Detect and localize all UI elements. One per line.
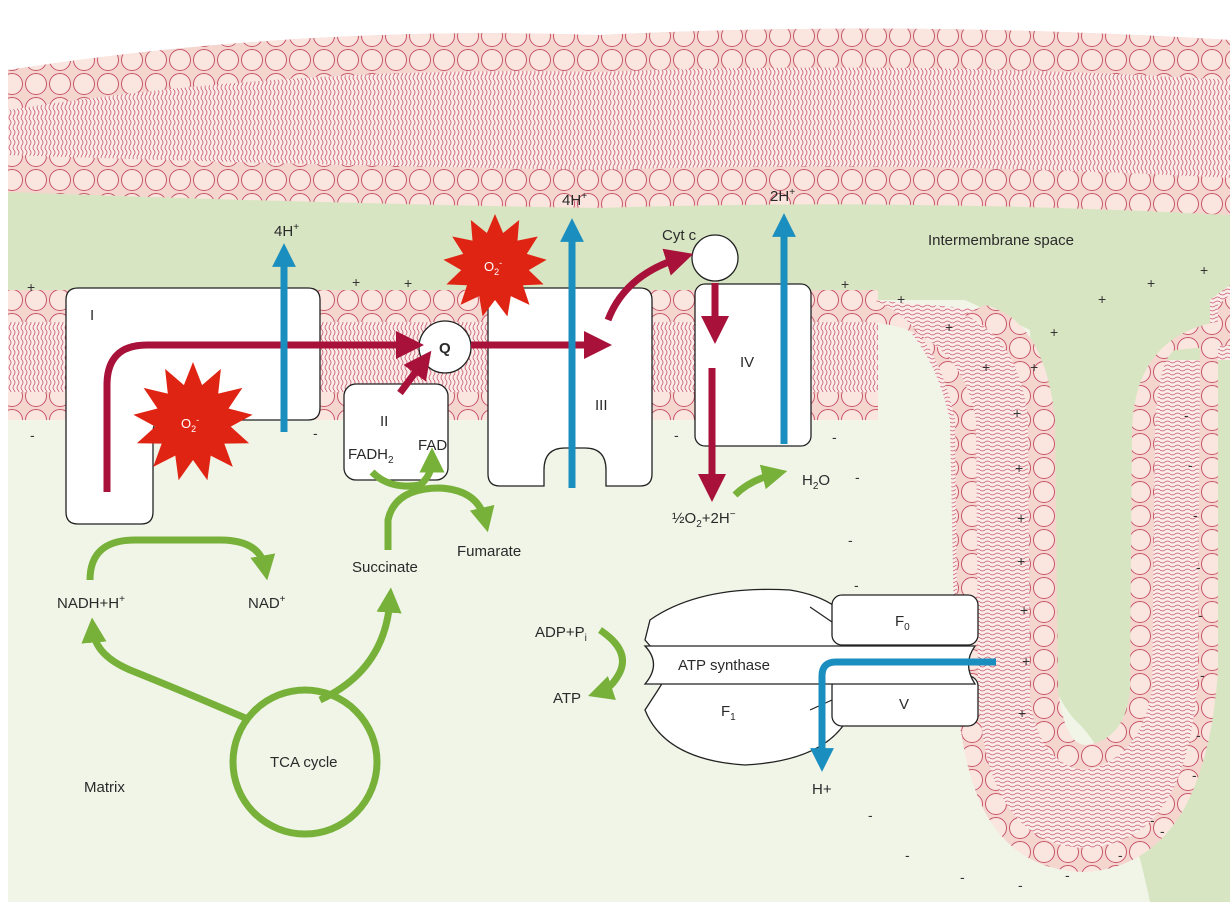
- minus-sign: -: [1184, 407, 1189, 423]
- membrane-charge-signs: +++++++++++++++++++---------------------…: [27, 262, 1208, 893]
- nadh-label: NADH+H+: [57, 594, 125, 612]
- plus-sign: +: [1030, 359, 1038, 375]
- outer-membrane: [8, 28, 1230, 216]
- h4-label-2: 4H+: [562, 191, 587, 209]
- minus-sign: -: [848, 532, 853, 548]
- atp-synthase: [643, 588, 979, 766]
- minus-sign: -: [1193, 507, 1198, 523]
- electron-flow-arrows: [103, 248, 729, 502]
- complex-v-label: V: [899, 696, 909, 713]
- minus-sign: -: [855, 469, 860, 485]
- matrix-label: Matrix: [84, 779, 125, 796]
- plus-sign: +: [1015, 460, 1023, 476]
- minus-sign: -: [1196, 559, 1201, 575]
- atp-label: ATP: [553, 690, 581, 707]
- minus-sign: -: [832, 429, 837, 445]
- proton-flow-arrows: [272, 213, 996, 772]
- plus-sign: +: [945, 319, 953, 335]
- minus-sign: -: [1200, 667, 1205, 683]
- plus-sign: +: [897, 291, 905, 307]
- intermembrane-space-label: Intermembrane space: [928, 232, 1074, 249]
- cytochrome-c: [691, 234, 739, 282]
- minus-sign: -: [1198, 607, 1203, 623]
- minus-sign: -: [30, 427, 35, 443]
- complex-ii-label: II: [380, 413, 388, 430]
- complex-iv-label: IV: [740, 354, 754, 371]
- h2-label: 2H+: [770, 187, 795, 205]
- f1-label: F1: [721, 703, 736, 723]
- svg-text:O2-: O2-: [484, 258, 502, 277]
- minus-sign: -: [1192, 767, 1197, 783]
- minus-sign: -: [1150, 812, 1155, 828]
- plus-sign: +: [1147, 275, 1155, 291]
- plus-sign: +: [352, 274, 360, 290]
- adp-pi-label: ADP+Pi: [535, 624, 587, 644]
- ros-burst-2: O2-: [443, 214, 547, 317]
- fadh2-label: FADH2: [348, 446, 394, 466]
- succinate-label: Succinate: [352, 559, 418, 576]
- plus-sign: +: [1017, 553, 1025, 569]
- plus-sign: +: [1098, 291, 1106, 307]
- nad-label: NAD+: [248, 594, 286, 612]
- plus-sign: +: [27, 279, 35, 295]
- minus-sign: -: [1118, 847, 1123, 863]
- plus-sign: +: [841, 276, 849, 292]
- minus-sign: -: [1018, 877, 1023, 893]
- cyt-c-label: Cyt c: [662, 227, 697, 244]
- plus-sign: +: [1013, 405, 1021, 421]
- f0-label: F0: [895, 613, 910, 633]
- minus-sign: -: [905, 847, 910, 863]
- atp-synthase-stalk: [643, 645, 977, 685]
- minus-sign: -: [313, 425, 318, 441]
- half-o2-label: ½O2+2H−: [672, 509, 736, 530]
- minus-sign: -: [1188, 457, 1193, 473]
- minus-sign: -: [1160, 823, 1165, 839]
- minus-sign: -: [1196, 727, 1201, 743]
- plus-sign: +: [982, 359, 990, 375]
- minus-sign: -: [854, 577, 859, 593]
- tca-cycle-circle: [229, 686, 381, 838]
- plus-sign: +: [1022, 653, 1030, 669]
- minus-sign: -: [960, 869, 965, 885]
- minus-sign: -: [674, 427, 679, 443]
- reaction-arrows: [81, 447, 788, 724]
- hplus-label: H+: [812, 781, 832, 798]
- plus-sign: +: [404, 275, 412, 291]
- q-label: Q: [439, 340, 451, 357]
- ros-burst-1: O2-: [133, 362, 253, 481]
- svg-text:O2-: O2-: [181, 415, 199, 434]
- minus-sign: -: [1065, 867, 1070, 883]
- fad-label: FAD: [418, 437, 447, 454]
- atp-synthase-label: ATP synthase: [678, 657, 770, 674]
- plus-sign: +: [1018, 705, 1026, 721]
- tca-cycle-label: TCA cycle: [270, 754, 338, 771]
- minus-sign: -: [868, 807, 873, 823]
- fumarate-label: Fumarate: [457, 543, 521, 560]
- plus-sign: +: [1017, 510, 1025, 526]
- complex-iii-label: III: [595, 397, 608, 414]
- plus-sign: +: [1050, 324, 1058, 340]
- f0-subunit: [831, 594, 979, 646]
- plus-sign: +: [1020, 602, 1028, 618]
- complex-i-label: I: [90, 307, 94, 324]
- plus-sign: +: [1200, 262, 1208, 278]
- h4-label-1: 4H+: [274, 222, 299, 240]
- h2o-label: H2O: [802, 472, 830, 492]
